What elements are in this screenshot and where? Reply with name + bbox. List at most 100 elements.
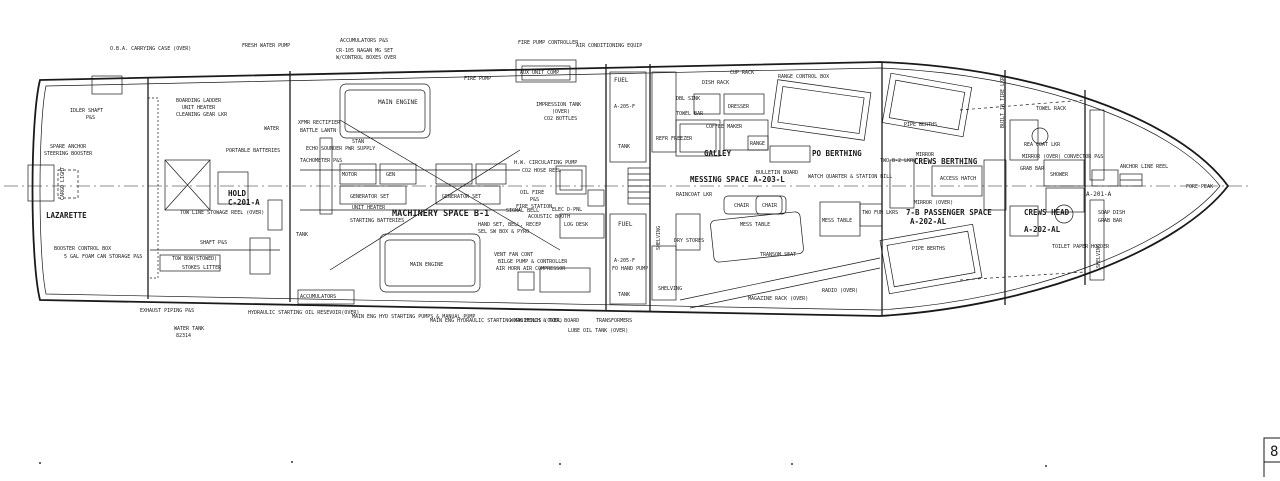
label-log-desk: LOG DESK bbox=[564, 222, 588, 228]
label-booster-control: BOOSTER CONTROL BOX bbox=[54, 246, 111, 252]
label-cr-mg-set: CR-105 NAGAN MG SET bbox=[336, 48, 393, 54]
label-oil-fire: OIL FIRE bbox=[520, 190, 544, 196]
label-exhaust-piping: EXHAUST PIPING P&S bbox=[140, 308, 194, 314]
label-generator-set-b: GENERATOR SET bbox=[442, 194, 481, 200]
label-shower: SHOWER bbox=[1050, 172, 1069, 178]
label-fore-peak: FORE PEAK bbox=[1186, 184, 1213, 190]
label-po-berthing: PO BERTHING bbox=[812, 149, 862, 158]
label-foam-can: 5 GAL FOAM CAN STORAGE P&S bbox=[64, 254, 142, 260]
label-two-b2: TWO B-2 LKRS bbox=[880, 158, 916, 164]
label-impression-tank: IMPRESSION TANK bbox=[536, 102, 581, 108]
label-echo-sounder: ECHO SOUNDER PWR SUPPLY bbox=[306, 146, 375, 152]
label-vent-fan: VENT FAN CONT bbox=[494, 252, 533, 258]
label-portable-batteries: PORTABLE BATTERIES bbox=[226, 148, 280, 154]
label-soap-dish: SOAP DISH bbox=[1098, 210, 1125, 216]
label-impression-over: (OVER) bbox=[552, 109, 570, 115]
label-tank-low: TANK bbox=[618, 292, 630, 298]
label-dish-rack: DISH RACK bbox=[702, 80, 729, 86]
label-a205f-low: A-205-F bbox=[614, 258, 635, 264]
label-tow-line: TOW LINE STOWAGE REEL (OVER) bbox=[180, 210, 264, 216]
label-passenger-id: A-202-AL bbox=[910, 217, 947, 226]
label-fresh-water-pump: FRESH WATER PUMP bbox=[242, 43, 290, 49]
label-starting-batteries: STARTING BATTERIES bbox=[350, 218, 404, 224]
label-tank-mid: TANK bbox=[296, 232, 308, 238]
label-chair-1: CHAIR bbox=[734, 203, 750, 209]
label-accumulator-low: ACCUMULATORS bbox=[300, 294, 336, 300]
label-co2-bottles: CO2 BOTTLES bbox=[544, 116, 577, 122]
scan-specks bbox=[39, 461, 1047, 467]
label-towel-rack: TOWEL RACK bbox=[1036, 106, 1066, 112]
label-unit-heater-mid: UNIT HEATER bbox=[352, 205, 386, 211]
label-coffee-maker: COFFEE MAKER bbox=[706, 124, 743, 130]
label-main-eng-hyd: MAIN ENG HYD STARTING PUMPS & MANUAL PUM… bbox=[352, 314, 475, 320]
label-stan-a: STAN bbox=[352, 139, 364, 145]
label-main-eng-hyd2: MAIN ENG HYDRAULIC STARTING MANIFOLDS (O… bbox=[430, 318, 562, 324]
label-fire-station: FIRE STATION bbox=[516, 204, 552, 210]
label-hw-circ-pump: H.W. CIRCULATING PUMP bbox=[514, 160, 577, 166]
label-mess-table-2: MESS TABLE bbox=[822, 218, 852, 224]
label-bulletin-board: BULLETIN BOARD bbox=[756, 170, 798, 176]
label-a201a: A-201-A bbox=[1086, 191, 1112, 198]
label-a205f: A-205-F bbox=[614, 104, 635, 110]
label-plugs: P&S bbox=[530, 197, 539, 203]
label-grab-bar: GRAB BAR bbox=[1020, 166, 1045, 172]
label-refr-freezer: REFR FREEZER bbox=[656, 136, 693, 142]
label-two-fun-lkrs: TWO FUN LKRS bbox=[862, 210, 898, 216]
label-work-bench: WORK BENCH & TOOL BOARD bbox=[510, 318, 579, 324]
label-mirror-convector: MIRROR (OVER) CONVECTOR P&S bbox=[1022, 154, 1103, 160]
label-cup-rack: CUP RACK bbox=[730, 70, 754, 76]
label-main-engine-top: MAIN ENGINE bbox=[378, 99, 418, 106]
label-oba-case: O.B.A. CARRYING CASE (OVER) bbox=[110, 46, 191, 52]
label-air-conditioning: AIR CONDITIONING EQUIP bbox=[576, 43, 642, 49]
label-tank-top: TANK bbox=[618, 144, 630, 150]
label-idler-shaft: IDLER SHAFT bbox=[70, 108, 103, 114]
label-transformers: TRANSFORMERS bbox=[596, 318, 632, 324]
label-shelving-a: SHELVING bbox=[656, 226, 662, 250]
label-generator-set-a: GENERATOR SET bbox=[350, 194, 389, 200]
label-motor-a: MOTOR bbox=[342, 172, 358, 178]
label-chair-2: CHAIR bbox=[762, 203, 778, 209]
label-pipe-berths-aft: PIPE BERTHS bbox=[912, 246, 945, 252]
label-bilge-pump: BILGE PUMP & CONTROLLER bbox=[498, 259, 568, 265]
label-rea-coat: REA COAT LKR bbox=[1024, 142, 1061, 148]
label-hydraulic-oil: HYDRAULIC STARTING OIL RESEVOIR(OVER) bbox=[248, 310, 359, 316]
label-spare-anchor: SPARE ANCHOR bbox=[50, 144, 87, 150]
label-fo-hand-pump: FO HAND PUMP bbox=[612, 266, 648, 272]
label-watch-quarter: WATCH QUARTER & STATION BILL bbox=[808, 174, 892, 180]
label-crews-berthing: CREWS BERTHING bbox=[914, 157, 978, 166]
label-hold-id: C-201-A bbox=[228, 198, 260, 207]
label-access-hatch: ACCESS HATCH bbox=[940, 176, 976, 182]
label-towel-bar: TOWEL BAR bbox=[676, 111, 704, 117]
interior-detail bbox=[27, 59, 1143, 309]
hull-outline bbox=[4, 61, 1250, 317]
label-cleaning-gear: CLEANING GEAR LKR bbox=[176, 112, 228, 118]
label-wb-mirror: MIRROR bbox=[916, 152, 935, 158]
label-battle-lantern: BATTLE LANTN bbox=[300, 128, 336, 134]
label-radio: RADIO (OVER) bbox=[822, 288, 858, 294]
label-crews-head-id: A-202-AL bbox=[1024, 225, 1061, 234]
label-xfmr: XFMR RECTIFIER bbox=[298, 120, 341, 126]
label-steering-booster: STEERING BOOSTER bbox=[44, 151, 93, 157]
label-pipe-berths-fwd: PIPE BERTHS bbox=[904, 122, 937, 128]
label-cargo: CARGO LIGHT bbox=[60, 167, 66, 200]
label-mirror-over: MIRROR (OVER) bbox=[914, 200, 953, 206]
label-crews-head: CREWS HEAD bbox=[1024, 208, 1070, 217]
title-block-number: 8 bbox=[1270, 444, 1278, 460]
label-lube-oil: LUBE OIL TANK (OVER) bbox=[568, 328, 628, 334]
label-hand-set: HAND SET, BELL, RECEP bbox=[478, 222, 541, 228]
label-messing-space: MESSING SPACE A-203-L bbox=[690, 175, 785, 184]
label-machinery-space: MACHINERY SPACE B-1 bbox=[392, 209, 489, 219]
label-raincoat: RAINCOAT LKR bbox=[676, 192, 713, 198]
label-shaft-ps: SHAFT P&S bbox=[200, 240, 227, 246]
label-range-control: RANGE CONTROL BOX bbox=[778, 74, 829, 80]
label-water-tank: WATER TANK bbox=[174, 326, 204, 332]
label-shelving-b: SHELVING bbox=[658, 286, 682, 292]
label-dresser: DRESSER bbox=[728, 104, 750, 110]
label-water: WATER bbox=[264, 126, 280, 132]
label-acoustic-booth: ACOUSTIC BOOTH bbox=[528, 214, 570, 220]
label-tachometer: TACHOMETER P&S bbox=[300, 158, 342, 164]
label-aux-unit: AUX UNIT COMP bbox=[520, 70, 559, 76]
label-idler-ps: P&S bbox=[86, 115, 95, 121]
